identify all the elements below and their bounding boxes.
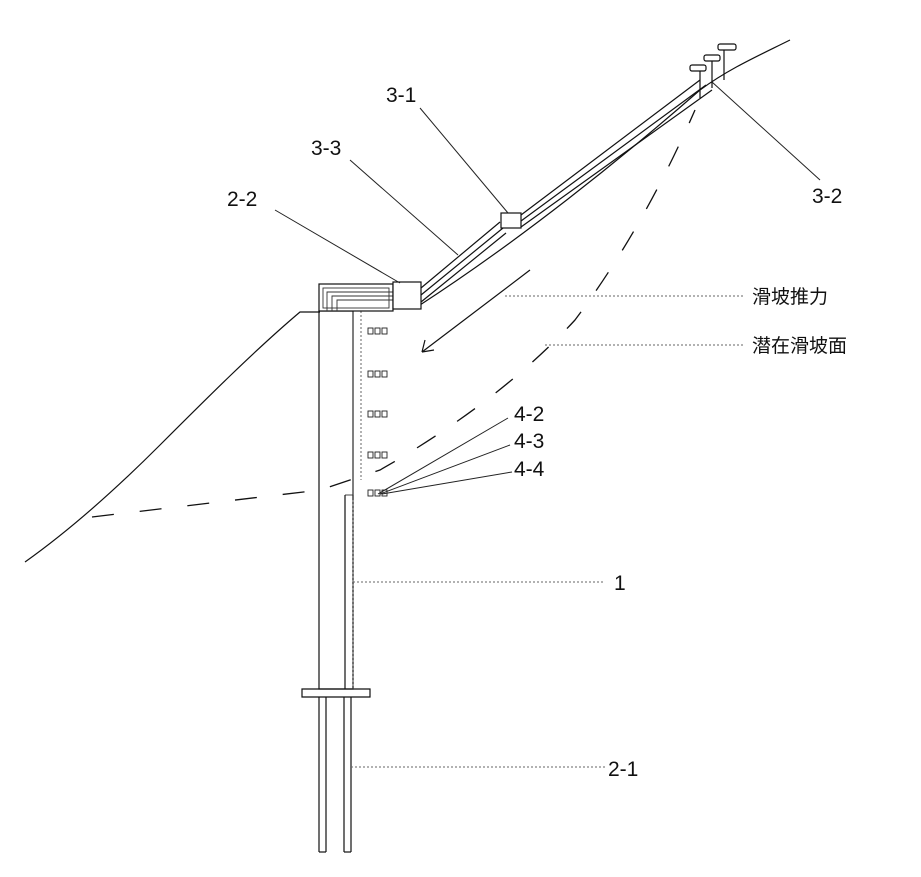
- label-3-2: 3-2: [812, 185, 842, 208]
- pile-base-flange: [302, 689, 370, 697]
- collection-box-3-1: [501, 213, 521, 228]
- sensor-group: [368, 411, 387, 417]
- junction-box-2-2: [393, 282, 421, 309]
- label-4-3: 4-3: [514, 430, 544, 453]
- potential-slip-surface-line: [92, 110, 695, 517]
- sensor-group: [368, 371, 387, 377]
- label-3-3: 3-3: [311, 137, 341, 160]
- label-1: 1: [614, 572, 626, 595]
- label-3-1: 3-1: [386, 84, 416, 107]
- label-2-2: 2-2: [227, 188, 257, 211]
- label-2-1: 2-1: [608, 758, 638, 781]
- annotation-landslide-thrust: 滑坡推力: [752, 286, 828, 308]
- landslide-thrust-arrow: [422, 270, 530, 352]
- ground-surface-right: [420, 40, 790, 305]
- label-4-4: 4-4: [514, 458, 545, 481]
- annotation-potential-slip-surface: 潜在滑坡面: [752, 335, 847, 357]
- sensor-group: [368, 452, 387, 458]
- pile-top-junction: [319, 282, 421, 311]
- anchor-rods: [319, 697, 351, 852]
- anti-slide-pile: [319, 311, 361, 689]
- sensor-group: [368, 328, 387, 334]
- ground-surface-left: [25, 312, 320, 562]
- cable-upper: [521, 80, 712, 227]
- label-4-2: 4-2: [514, 403, 544, 426]
- leader-lines: [275, 82, 820, 767]
